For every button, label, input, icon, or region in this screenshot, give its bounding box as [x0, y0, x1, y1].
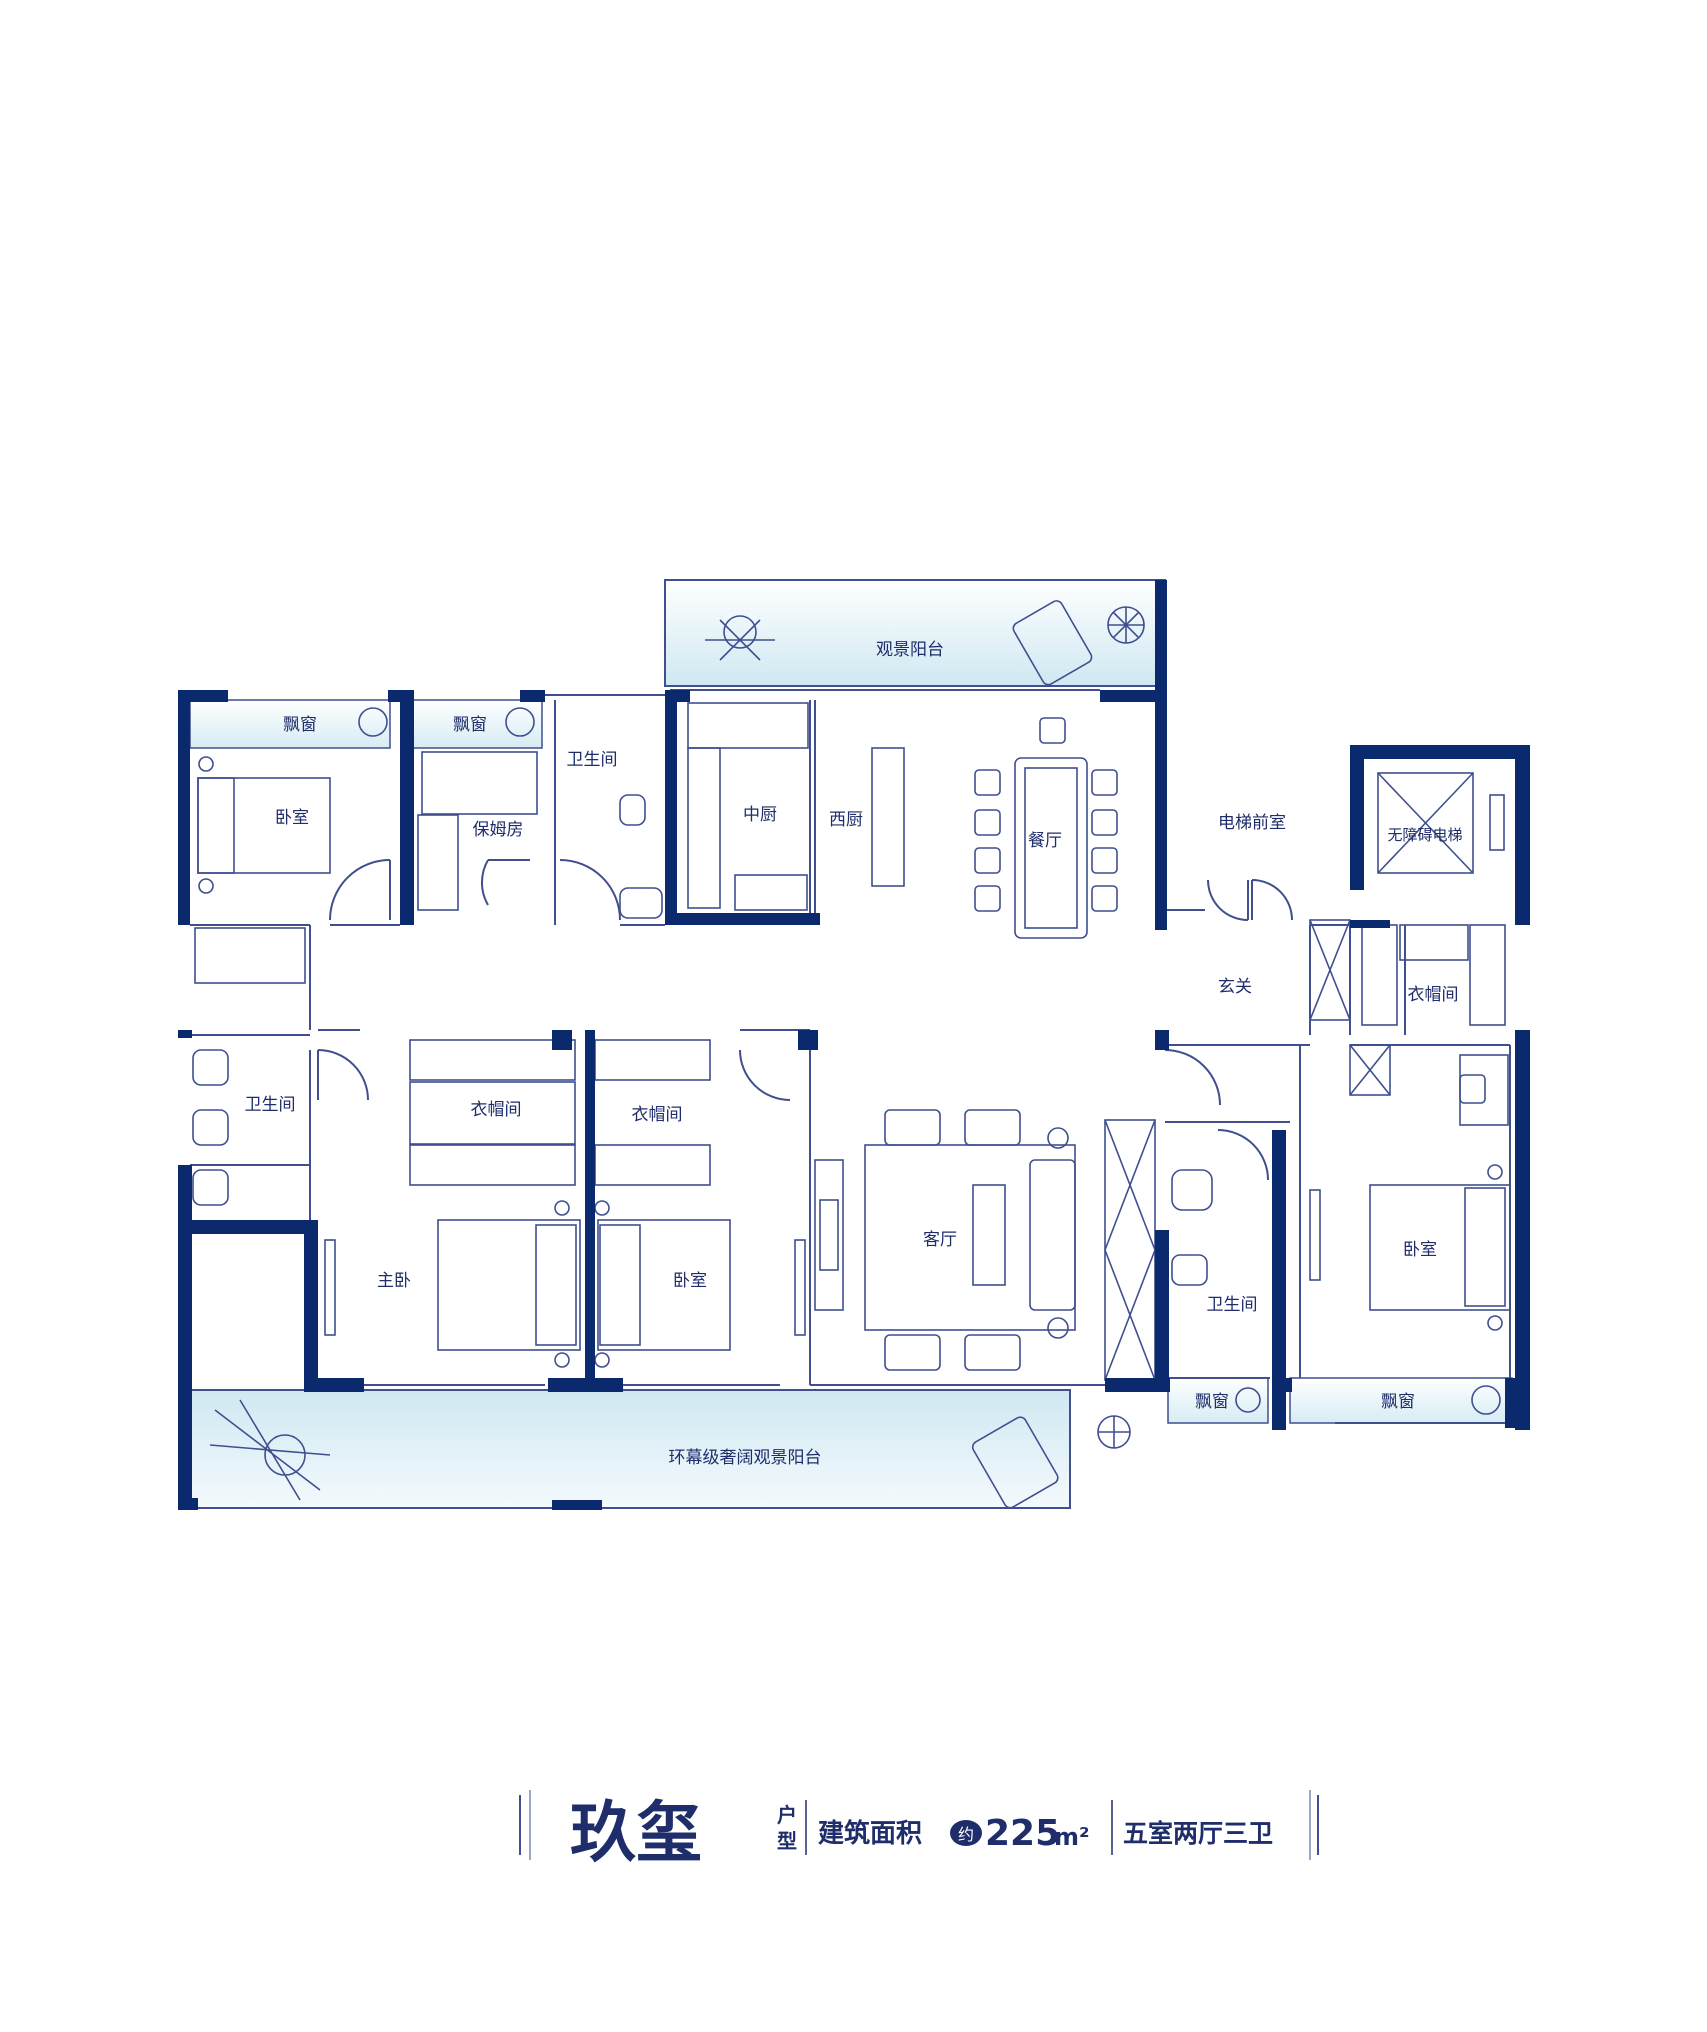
caption: 玖玺 户 型 建筑面积 约 225 m² 五室两厅三卫	[519, 1790, 1319, 1871]
structural-walls	[178, 580, 1530, 1510]
label-elevator-lobby: 电梯前室	[1218, 813, 1286, 833]
approx-label: 约	[958, 1825, 974, 1844]
plants	[209, 606, 1501, 1501]
label-western-kitchen: 西厨	[829, 810, 863, 830]
area-unit: m²	[1054, 1823, 1090, 1851]
unit-name: 玖玺	[570, 1794, 702, 1871]
bed-master	[437, 1219, 581, 1351]
label-bay-window-3: 飘窗	[1195, 1392, 1229, 1412]
label-master-bedroom: 主卧	[377, 1271, 411, 1291]
label-nanny-room: 保姆房	[473, 820, 524, 840]
unit-type-bottom: 型	[777, 1829, 797, 1853]
area-label: 建筑面积	[818, 1818, 922, 1849]
area-value: 225	[985, 1813, 1060, 1854]
label-foyer: 玄关	[1218, 977, 1252, 997]
label-bedroom-east: 卧室	[1403, 1240, 1437, 1260]
wrap-balcony-area	[189, 1389, 1071, 1509]
wardrobe-second	[594, 1039, 711, 1081]
label-bedroom-mid: 卧室	[673, 1271, 707, 1291]
label-bathroom-west: 卫生间	[245, 1095, 296, 1115]
dining-chairs	[974, 717, 1118, 912]
elevator-shaft-box	[1377, 772, 1474, 874]
layout-label: 五室两厅三卫	[1123, 1819, 1273, 1848]
balconies	[189, 579, 1513, 1509]
label-bay-window-4: 飘窗	[1381, 1392, 1415, 1412]
label-bedroom-nw: 卧室	[275, 808, 309, 828]
label-accessible-elevator: 无障碍电梯	[1387, 826, 1462, 844]
room-labels: 飘窗 飘窗 卧室 保姆房 卫生间 中厨 西厨 餐厅 观景阳台 电梯前室 无障碍电…	[245, 640, 1463, 1468]
label-closet-east: 衣帽间	[1408, 985, 1459, 1005]
label-wrap-balcony: 环幕级奢阔观景阳台	[669, 1448, 822, 1468]
label-chinese-kitchen: 中厨	[743, 805, 777, 825]
label-bathroom-top: 卫生间	[567, 750, 618, 770]
furniture	[192, 600, 1511, 1509]
coffee-table	[972, 1184, 1006, 1286]
kitchen-island	[871, 747, 905, 887]
tv-cabinet	[814, 1159, 844, 1311]
bed-nanny	[421, 751, 538, 815]
label-view-balcony: 观景阳台	[876, 640, 944, 660]
bed-mid	[597, 1219, 731, 1351]
approx-badge-bg	[950, 1820, 982, 1846]
view-balcony-area	[664, 579, 1166, 687]
wardrobe-master	[409, 1039, 576, 1081]
label-bathroom-east: 卫生间	[1207, 1295, 1258, 1315]
interior-lines	[190, 689, 1512, 1424]
living-sofa-area	[864, 1144, 1076, 1331]
bed-east	[1369, 1184, 1511, 1311]
label-bay-window-2: 飘窗	[453, 715, 487, 735]
bay-window-1-area	[189, 699, 391, 749]
label-closet-second: 衣帽间	[632, 1105, 683, 1125]
unit-type-top: 户	[777, 1803, 797, 1827]
label-bay-window-1: 飘窗	[283, 715, 317, 735]
label-dining-room: 餐厅	[1028, 831, 1062, 851]
dining-table	[1014, 757, 1088, 939]
label-closet-master: 衣帽间	[471, 1100, 522, 1120]
bed-nw	[197, 777, 331, 874]
label-living-room: 客厅	[923, 1230, 957, 1250]
